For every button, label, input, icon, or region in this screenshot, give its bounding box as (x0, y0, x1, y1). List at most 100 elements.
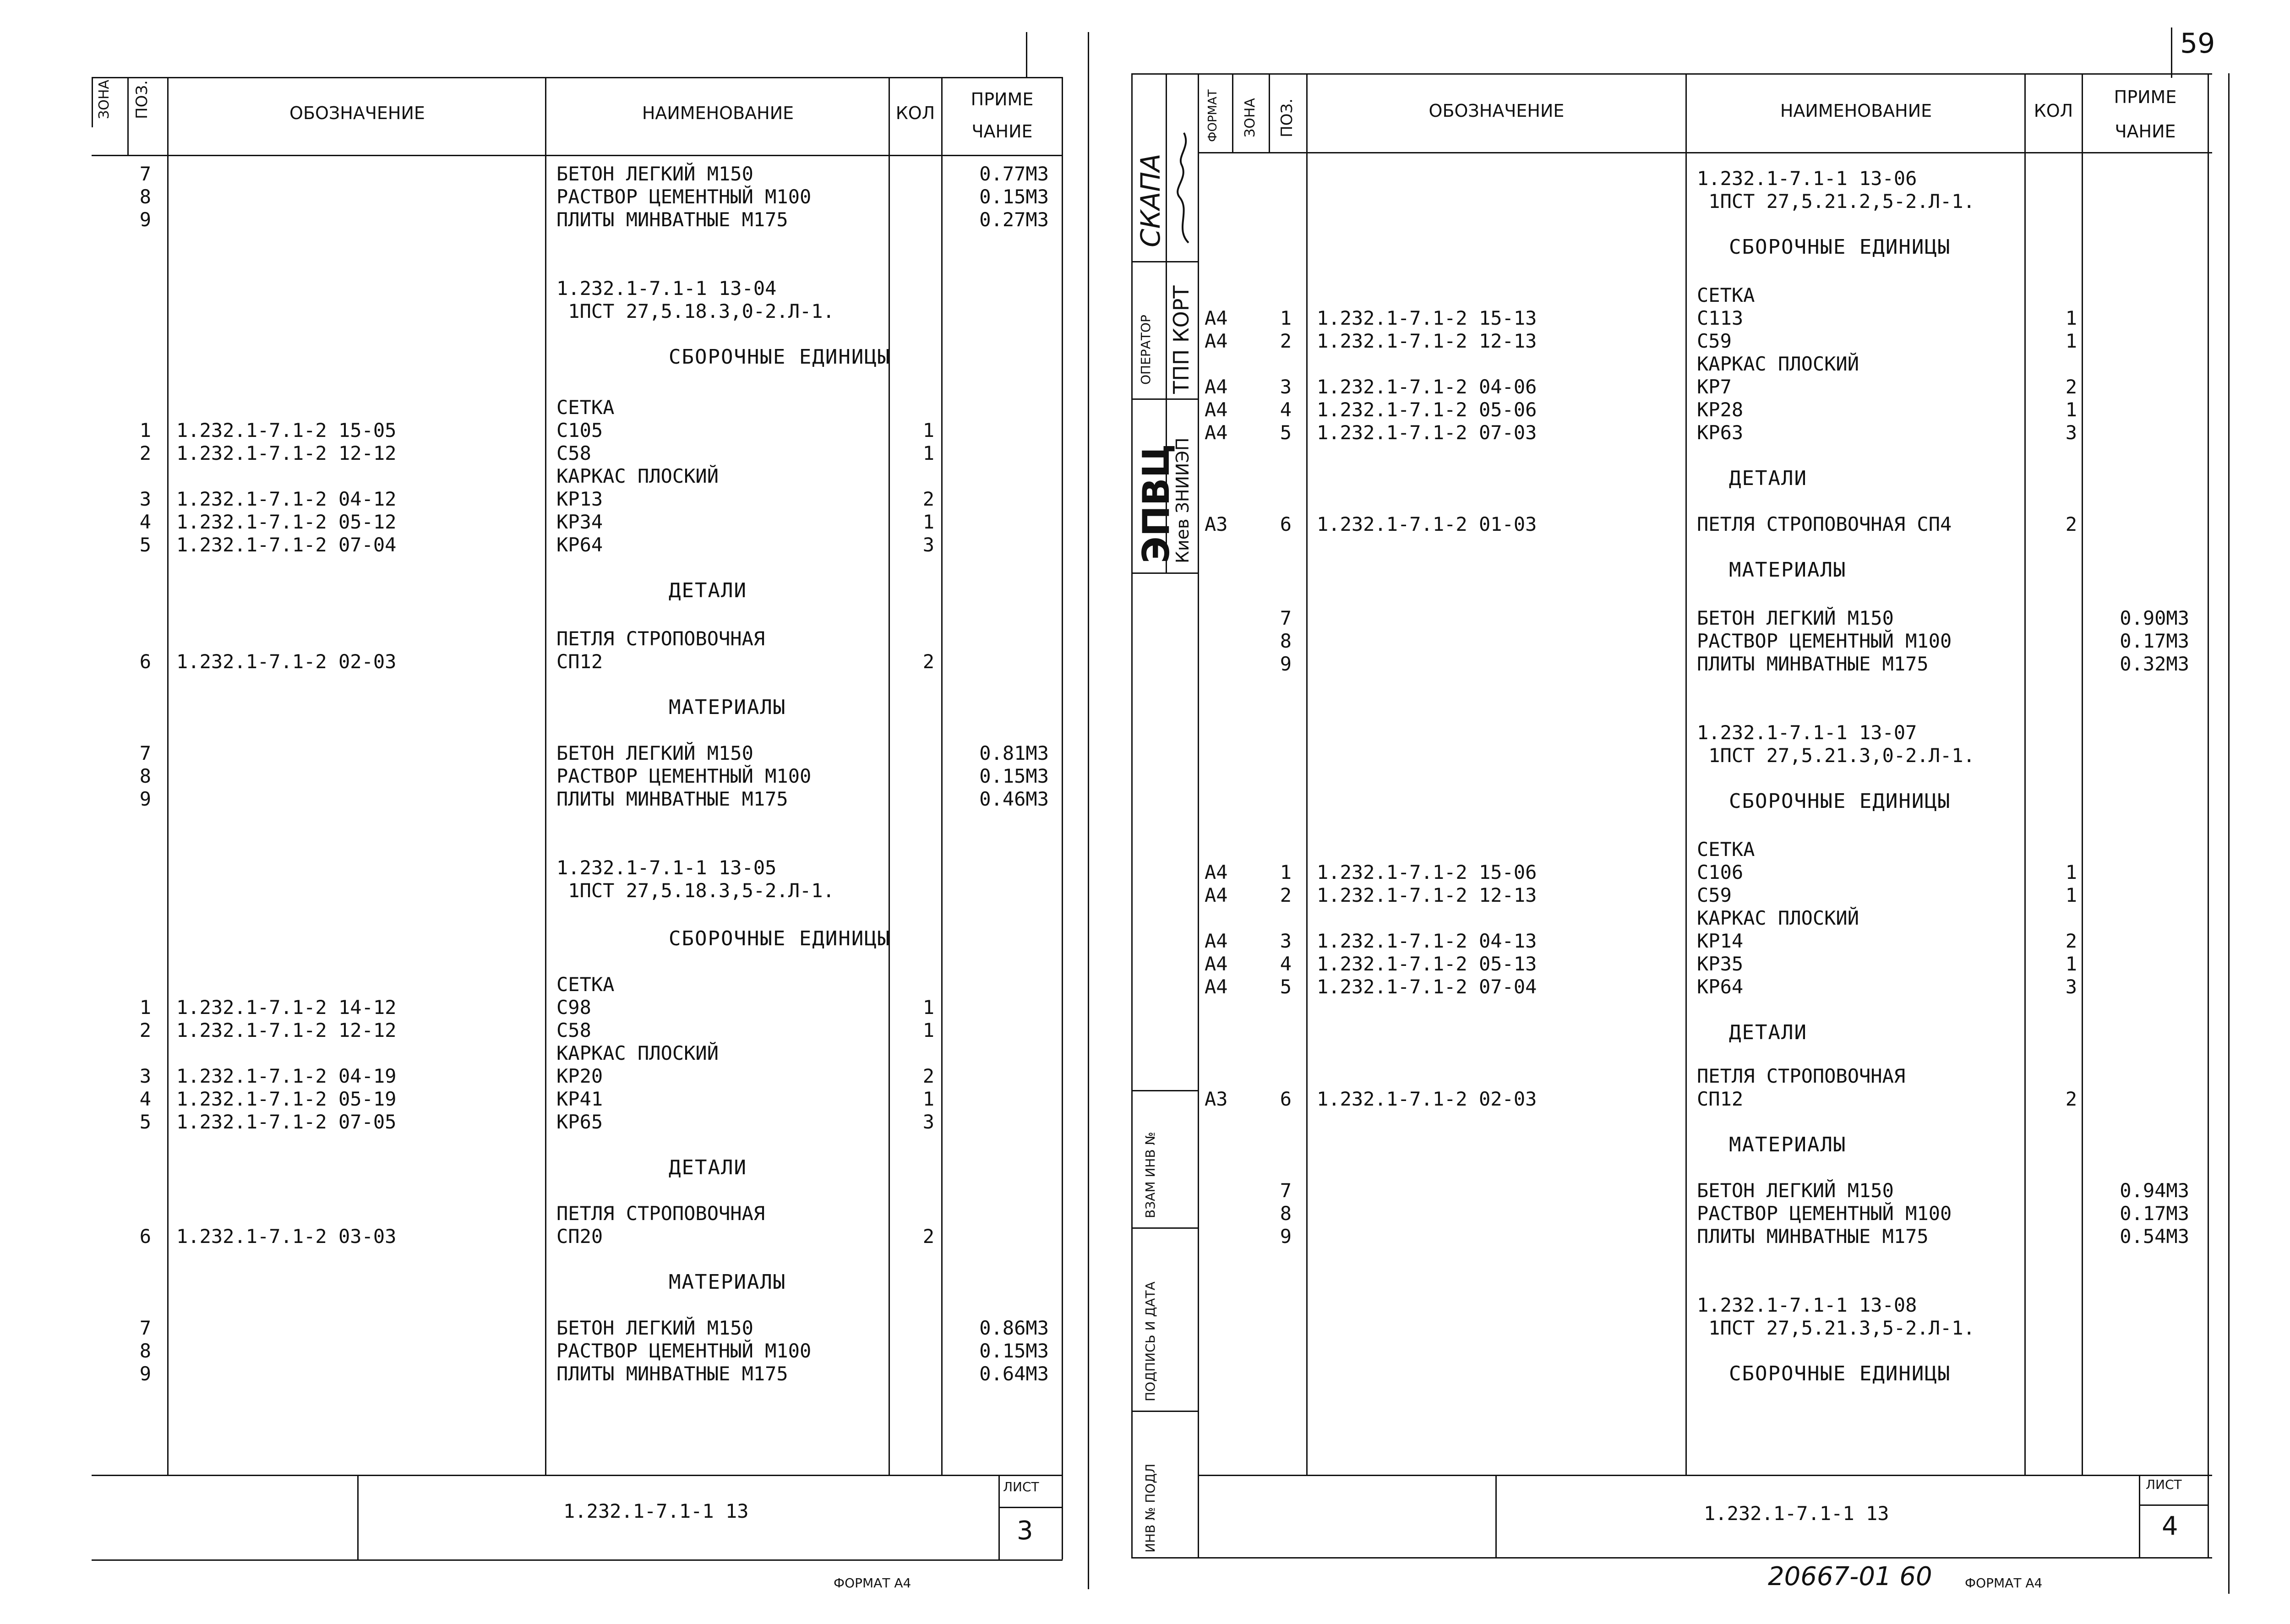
row-name: ПЕТЛЯ СТРОПОВОЧНАЯ (1697, 1065, 1906, 1087)
stamp-left-edge (1131, 73, 1133, 1557)
row-quantity: 3 (2065, 421, 2077, 444)
row-position: 1 (139, 419, 151, 441)
row-name: СП12 (1697, 1088, 1744, 1110)
stamp-mid-rule (1166, 73, 1167, 572)
row-zone: А4 (1205, 421, 1228, 444)
left-col-qty (941, 77, 943, 1475)
right-col-pos-head (1269, 73, 1270, 152)
row-name: 1ПСТ 27,5.18.3,5-2.Л-1. (556, 879, 834, 902)
row-name: БЕТОН ЛЕГКИЙ М150 (1697, 1179, 1894, 1202)
row-name: КР64 (556, 534, 603, 556)
row-quantity: 3 (922, 534, 934, 556)
left-footer-doc: 1.232.1-7.1-1 13 (563, 1500, 749, 1522)
row-position: 4 (139, 511, 151, 533)
row-position: 8 (1280, 630, 1292, 652)
left-top-tick (1026, 32, 1027, 78)
row-designation: 1.232.1-7.1-2 03-03 (176, 1225, 397, 1248)
left-top-rule (92, 77, 1063, 78)
row-position: 7 (1280, 607, 1292, 629)
row-name: РАСТВОР ЦЕМЕНТНЫЙ М100 (556, 765, 812, 787)
row-position: 6 (1280, 513, 1292, 535)
row-position: 7 (139, 163, 151, 185)
col-note-label-right-1: ПРИМЕ (2114, 87, 2177, 107)
section-heading: СБОРОЧНЫЕ ЕДИНИЦЫ (669, 927, 891, 950)
row-name: ПЕТЛЯ СТРОПОВОЧНАЯ (556, 1202, 765, 1225)
right-bottom-rule (1198, 1475, 2212, 1476)
row-name: 1ПСТ 27,5.21.2,5-2.Л-1. (1697, 190, 1975, 213)
left-bottom-rule (92, 1475, 1063, 1476)
row-name: БЕТОН ЛЕГКИЙ М150 (1697, 607, 1894, 629)
right-footer-rule (1131, 1557, 2212, 1559)
row-name: 1.232.1-7.1-1 13-06 (1697, 167, 1917, 190)
row-designation: 1.232.1-7.1-2 05-12 (176, 511, 397, 533)
section-heading: МАТЕРИАЛЫ (1729, 558, 1847, 582)
row-note: 0.17М3 (2120, 630, 2189, 652)
right-footer-doc: 1.232.1-7.1-1 13 (1704, 1502, 1889, 1525)
row-name: СЕТКА (1697, 838, 1755, 861)
row-name: КАРКАС ПЛОСКИЙ (1697, 907, 1859, 929)
row-designation: 1.232.1-7.1-2 07-03 (1317, 421, 1537, 444)
col-qty-label-right: КОЛ (2034, 101, 2073, 121)
right-footer-div (1495, 1475, 1497, 1557)
row-position: 9 (139, 208, 151, 231)
left-edge (92, 77, 93, 127)
row-name: С106 (1697, 861, 1744, 883)
row-designation: 1.232.1-7.1-2 02-03 (1317, 1088, 1537, 1110)
row-designation: 1.232.1-7.1-2 05-19 (176, 1088, 397, 1110)
row-designation: 1.232.1-7.1-2 02-03 (176, 650, 397, 673)
row-quantity: 2 (922, 1225, 934, 1248)
row-quantity: 1 (2065, 307, 2077, 329)
row-quantity: 1 (922, 1088, 934, 1110)
right-top-tick (2171, 27, 2172, 78)
right-sheet-number: 4 (2162, 1511, 2178, 1541)
row-zone: А4 (1205, 376, 1228, 398)
section-heading: ДЕТАЛИ (669, 579, 747, 602)
col-note-label-2: ЧАНИЕ (971, 121, 1033, 142)
right-col-note (2208, 73, 2209, 1557)
row-name: С59 (1697, 884, 1732, 906)
row-zone: А3 (1205, 1088, 1228, 1110)
section-heading: МАТЕРИАЛЫ (1729, 1133, 1847, 1156)
left-col-des (545, 77, 546, 1475)
row-position: 3 (1280, 930, 1292, 952)
row-designation: 1.232.1-7.1-2 15-13 (1317, 307, 1537, 329)
col-pos-label: ПОЗ. (133, 80, 151, 119)
row-name: С58 (556, 1019, 591, 1041)
row-designation: 1.232.1-7.1-2 01-03 (1317, 513, 1537, 535)
row-name: КР14 (1697, 930, 1744, 952)
row-name: КР41 (556, 1088, 603, 1110)
stamp-rule-6 (1131, 1411, 1198, 1412)
row-note: 0.86М3 (979, 1317, 1049, 1339)
row-zone: А4 (1205, 930, 1228, 952)
row-zone: А3 (1205, 513, 1228, 535)
row-name: БЕТОН ЛЕГКИЙ М150 (556, 1317, 753, 1339)
section-heading: ДЕТАЛИ (669, 1156, 747, 1179)
stamp-rule-4 (1131, 1090, 1198, 1091)
left-sheet-number: 3 (1017, 1516, 1033, 1546)
row-note: 0.32М3 (2120, 653, 2189, 675)
row-position: 1 (1280, 861, 1292, 883)
row-name: ПЕТЛЯ СТРОПОВОЧНАЯ СП4 (1697, 513, 1952, 535)
row-name: 1.232.1-7.1-1 13-04 (556, 277, 777, 300)
col-qty-label: КОЛ (895, 103, 935, 123)
row-position: 9 (1280, 1225, 1292, 1248)
stamp-rule-1 (1131, 261, 1198, 262)
row-designation: 1.232.1-7.1-2 07-04 (176, 534, 397, 556)
row-position: 3 (139, 488, 151, 510)
row-name: СЕТКА (1697, 284, 1755, 306)
left-format-label: ФОРМАТ А4 (834, 1575, 911, 1591)
row-name: КАРКАС ПЛОСКИЙ (1697, 353, 1859, 375)
row-quantity: 2 (922, 1065, 934, 1087)
stamp-field-3: ИНВ № ПОДЛ (1143, 1463, 1158, 1553)
row-position: 3 (139, 1065, 151, 1087)
row-name: КР7 (1697, 376, 1732, 398)
left-footer-div2 (998, 1475, 1000, 1559)
row-name: СП20 (556, 1225, 603, 1248)
row-name: ПЛИТЫ МИНВАТНЫЕ М175 (556, 208, 788, 231)
stamp-org: ЭПВЦ (1135, 444, 1178, 563)
row-name: С59 (1697, 330, 1732, 352)
section-heading: СБОРОЧНЫЕ ЕДИНИЦЫ (669, 345, 891, 369)
row-designation: 1.232.1-7.1-2 05-13 (1317, 953, 1537, 975)
row-quantity: 1 (922, 996, 934, 1019)
right-col-qty (2082, 73, 2083, 1475)
